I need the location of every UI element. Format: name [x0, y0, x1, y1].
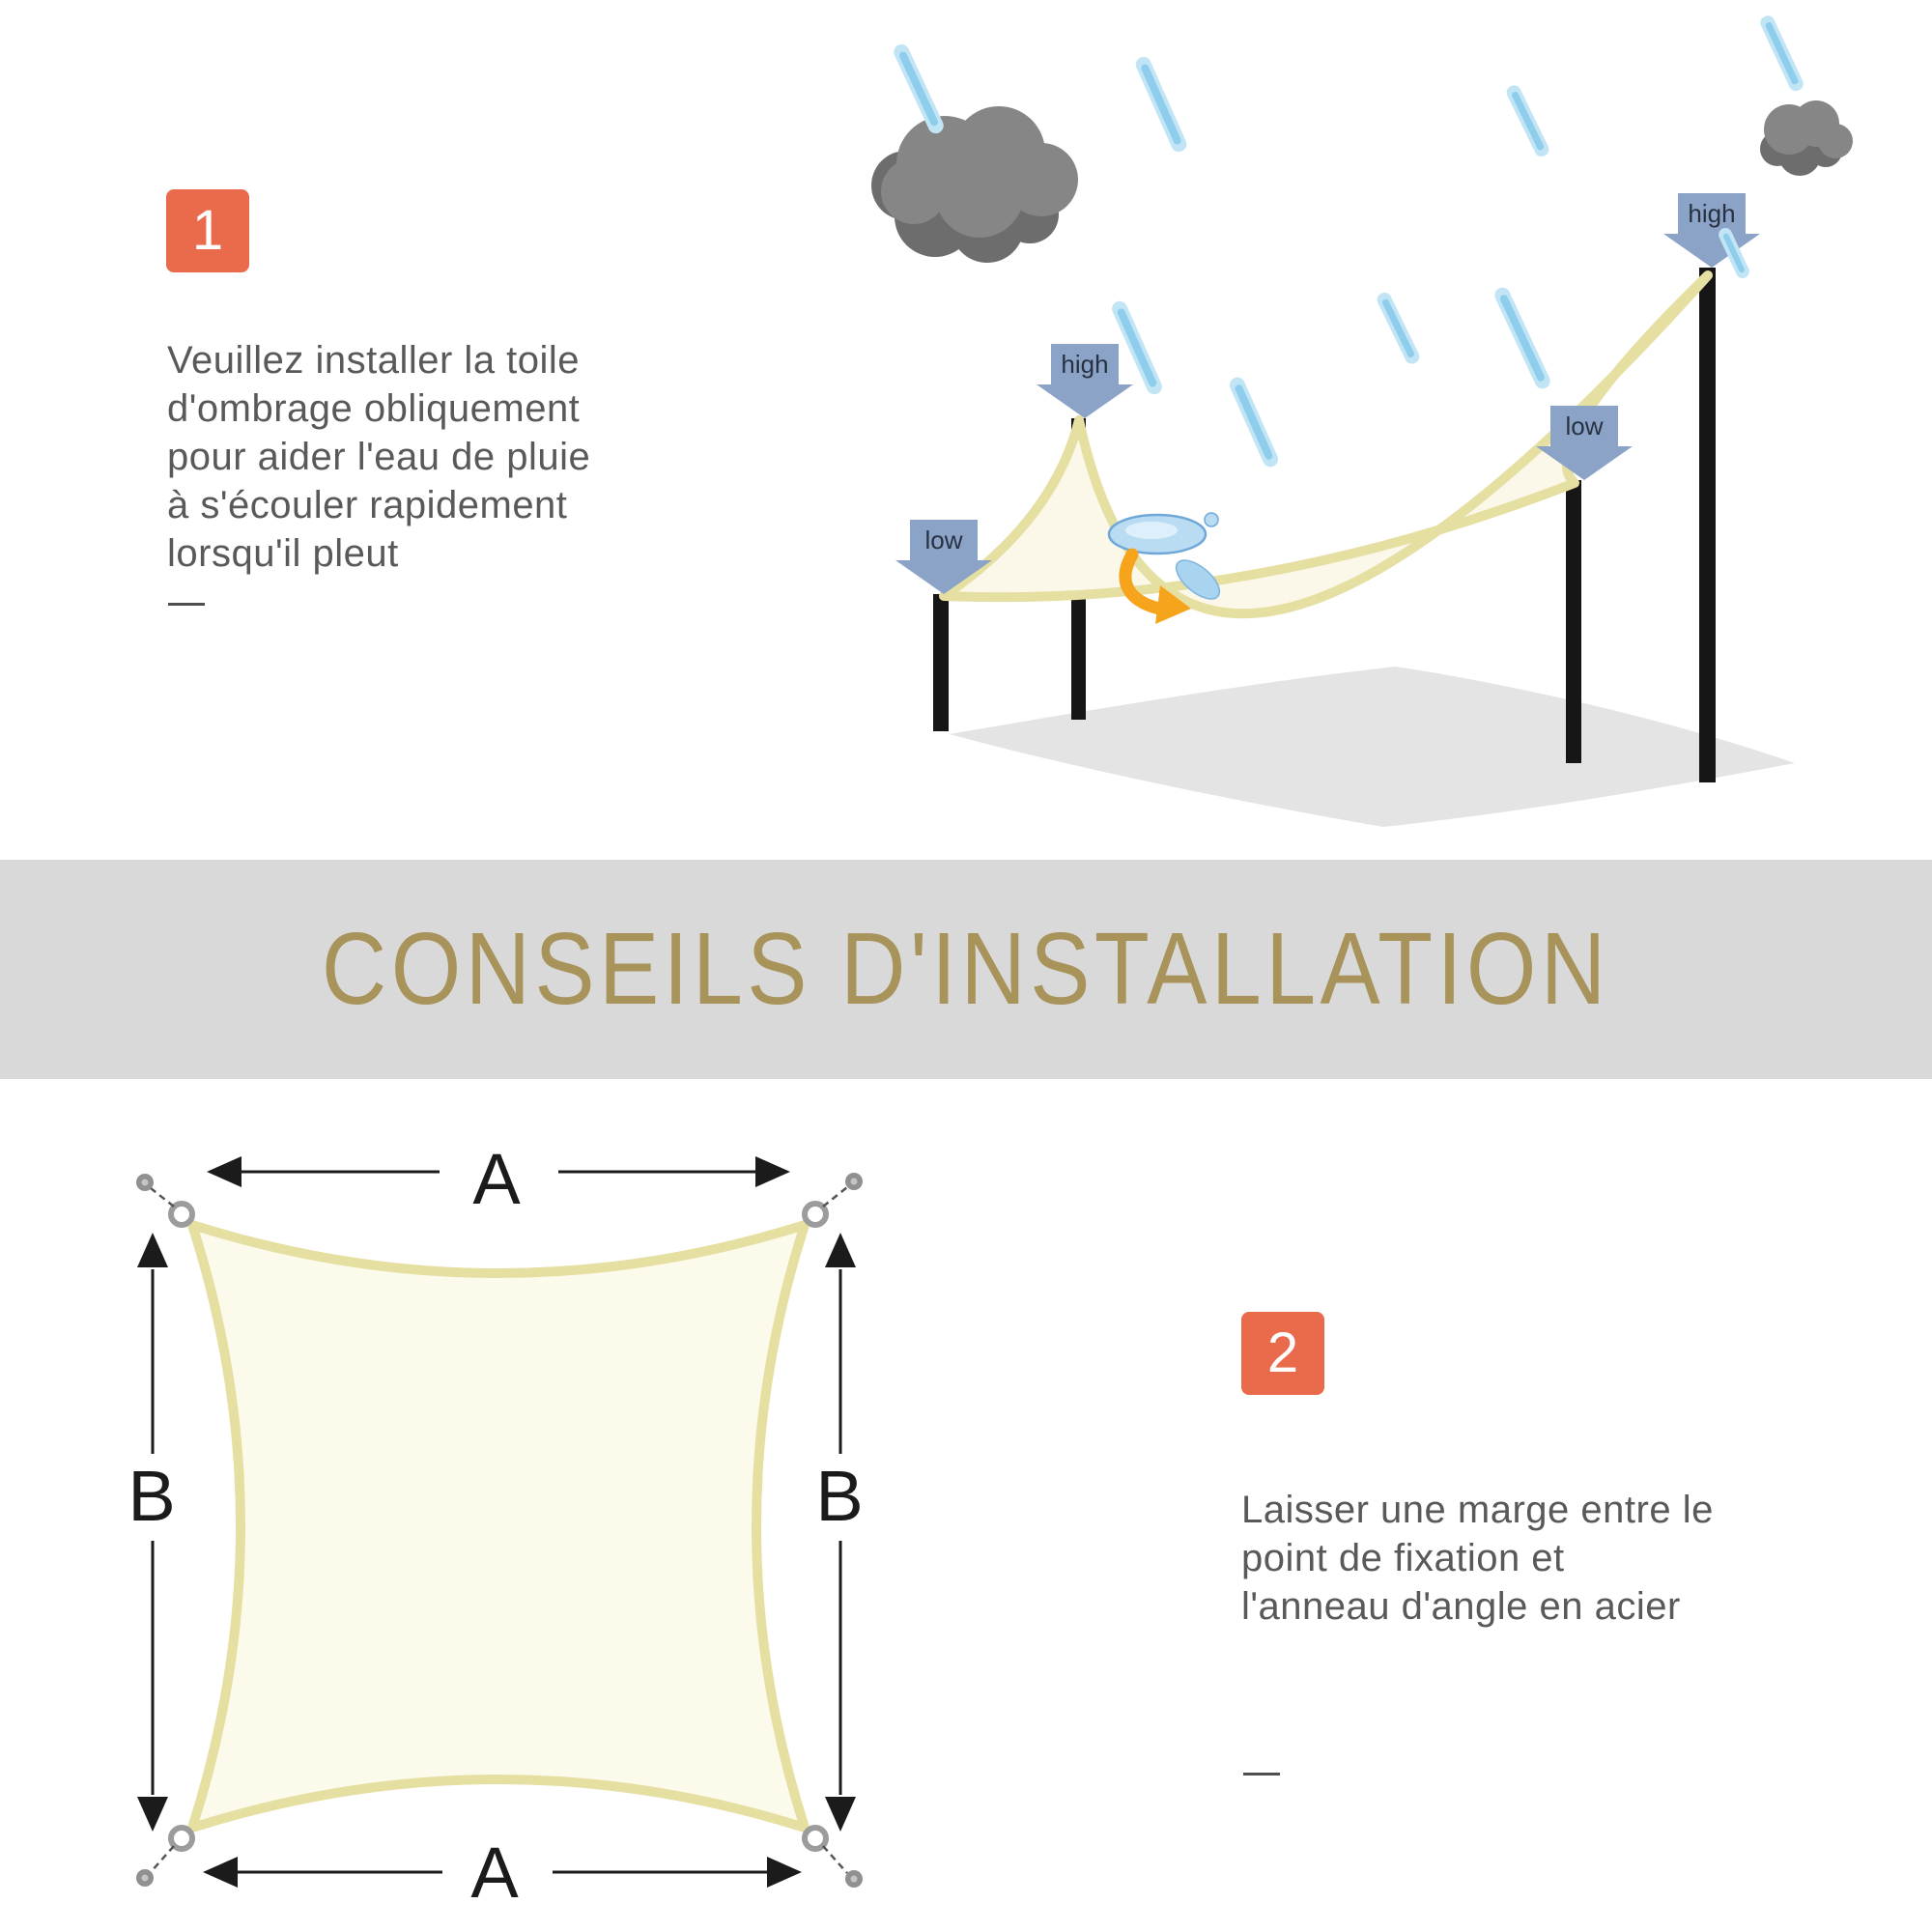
corner-ring-icon [802, 1825, 829, 1852]
pole-low-right [1566, 480, 1581, 763]
step-2-number: 2 [1266, 1321, 1299, 1384]
water-drainage [1107, 512, 1221, 624]
high-left-label: high [1061, 350, 1108, 379]
high-arrow-left: high [1037, 344, 1133, 418]
sail-shape [187, 1220, 810, 1833]
pole-low-front [933, 594, 949, 731]
water-puddle-highlight [1125, 522, 1178, 539]
ground-shadow [950, 667, 1795, 827]
low-front-label: low [924, 526, 962, 554]
step-1-line: lorsqu'il pleut [167, 532, 399, 575]
step-2-line: point de fixation et [1241, 1537, 1565, 1579]
section-banner: CONSEILS D'INSTALLATION [0, 860, 1932, 1079]
step-1-line: d'ombrage obliquement [167, 387, 581, 430]
sail-dimension-diagram: A A B B [128, 1139, 863, 1913]
step-1-line: pour aider l'eau de pluie [167, 436, 591, 478]
step-1-line: à s'écouler rapidement [167, 484, 568, 526]
fixation-connectors [150, 1186, 848, 1874]
step-2-line: l'anneau d'angle en acier [1241, 1585, 1681, 1628]
dimension-arrowheads [137, 1156, 856, 1888]
dimension-label-a-bottom: A [470, 1833, 519, 1913]
step-1-line: Veuillez installer la toile [167, 339, 581, 382]
direction-arrows: high high low low [895, 193, 1760, 594]
falling-drop [1175, 559, 1221, 600]
corner-ring-icon [802, 1201, 829, 1228]
low-arrow-front: low [895, 520, 992, 594]
high-arrow-right: high [1663, 193, 1760, 268]
flow-arrow-head [1155, 585, 1191, 624]
low-right-label: low [1565, 412, 1603, 440]
storm-cloud-icon [871, 106, 1078, 263]
step-1-number: 1 [191, 199, 224, 262]
high-right-label: high [1688, 199, 1735, 228]
dimension-label-b-right: B [815, 1456, 863, 1536]
step-1-divider [168, 603, 205, 606]
flow-arrow [1119, 548, 1166, 615]
dimension-label-b-left: B [128, 1456, 175, 1536]
dimension-label-a-top: A [472, 1139, 521, 1219]
corner-ring-icon [168, 1201, 195, 1228]
step-2-divider [1243, 1773, 1280, 1776]
corner-rings [168, 1201, 829, 1852]
step-2-line: Laisser une marge entre le [1241, 1489, 1714, 1531]
small-cloud-icon [1760, 100, 1853, 176]
low-arrow-right: low [1536, 406, 1633, 480]
step-2-badge: 2 [1241, 1312, 1324, 1395]
step-1-text: Veuillez installer la toile d'ombrage ob… [167, 336, 590, 578]
step-2-text: Laisser une marge entre le point de fixa… [1241, 1486, 1714, 1631]
fixation-points [136, 1173, 863, 1888]
dimension-lines [151, 1170, 842, 1874]
shade-sail-rain-illustration: high high low low [871, 15, 1853, 827]
rain-streaks [894, 15, 1804, 468]
water-droplet-small [1204, 512, 1219, 527]
banner-title: CONSEILS D'INSTALLATION [322, 912, 1610, 1026]
step-1-badge: 1 [166, 189, 249, 272]
corner-ring-icon [168, 1825, 195, 1852]
pole-high-right [1699, 268, 1716, 782]
